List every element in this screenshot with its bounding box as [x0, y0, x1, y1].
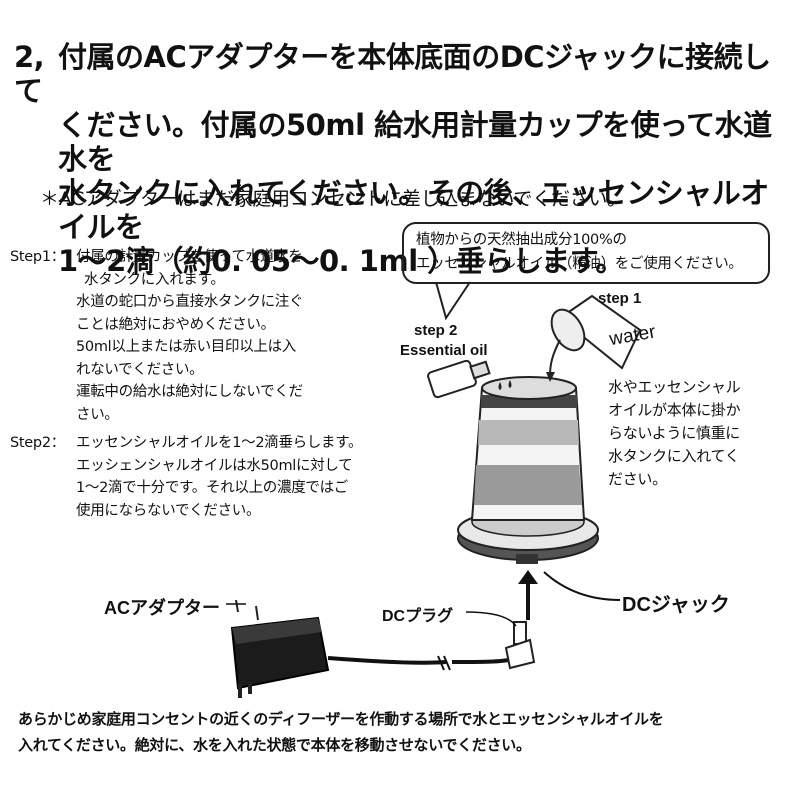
side-note-line: らないように慎重に [608, 424, 741, 442]
dc-plug-pointer [465, 611, 517, 627]
oil-drop [498, 382, 502, 390]
side-note-line: 水タンクに入れてく [608, 447, 740, 465]
step1-line: れないでください。 [76, 361, 204, 378]
step1-line: 50ml以上または赤い目印以上は入 [76, 339, 297, 355]
ac-adapter-label: ACアダプター [104, 598, 220, 618]
step1-line: 付属の計量カップを使って水道水を [76, 249, 303, 265]
step2-tag: step 2 [414, 322, 458, 339]
step1-tag: step 1 [598, 290, 642, 307]
pour-caution-note: 水やエッセンシャル オイルが本体に掛か らないように慎重に 水タンクに入れてく … [608, 376, 778, 491]
speech-bubble-tail [435, 281, 471, 321]
oil-drop [508, 380, 512, 388]
dc-jack-label: DCジャック [622, 594, 730, 616]
diffuser-body [457, 376, 599, 564]
step1-line: 水タンクに入れます。 [84, 271, 225, 288]
step1-line: 水道の蛇口から直接水タンクに注ぐ [76, 294, 304, 310]
dc-plug-label: DCプラグ [382, 608, 454, 625]
footer-line: あらかじめ家庭用コンセントの近くのディフーザーを作動する場所で水とエッセンシャル… [18, 710, 664, 728]
footer-warning: あらかじめ家庭用コンセントの近くのディフーザーを作動する場所で水とエッセンシャル… [18, 706, 798, 758]
step1-block: Step1： 付属の計量カップを使って水道水を 水タンクに入れます。 水道の蛇口… [10, 246, 400, 426]
measuring-cup [546, 294, 642, 382]
step1-line: 運転中の給水は絶対にしないでくだ [76, 384, 303, 400]
heading-line-1: 付属のACアダプターを本体底面のDCジャックに接続して [14, 40, 771, 108]
side-note-line: ださい。 [608, 470, 667, 488]
instruction-heading: 2,付属のACアダプターを本体底面のDCジャックに接続して ください。付属の50… [14, 40, 794, 278]
steps-text: Step1： 付属の計量カップを使って水道水を 水タンクに入れます。 水道の蛇口… [10, 246, 400, 522]
dc-plug [504, 621, 536, 670]
bubble-line: エッセンシャルオイル（精油）をご使用ください。 [416, 256, 743, 272]
essential-oil-tag: Essential oil [400, 342, 488, 359]
step2-label: Step2： [10, 435, 65, 451]
step2-line: 1～2滴で十分です。それ以上の濃度ではご [76, 480, 348, 496]
bubble-line: 植物からの天然抽出成分100%の [416, 232, 627, 248]
essential-oil-bottle [427, 359, 512, 399]
adapter-caution-note: ＊ACアダプターはまだ家庭用コンセントに差し込まないでください。 [40, 188, 626, 210]
step2-line: 使用にならないでください。 [76, 502, 261, 519]
step2-line: エッセンシャルオイルを1～2滴垂らします。 [76, 435, 363, 451]
ac-adapter [230, 599, 330, 698]
power-cord [327, 656, 447, 665]
dc-jack-pointer [543, 571, 621, 601]
side-note-line: オイルが本体に掛か [608, 401, 741, 419]
step1-line: さい。 [76, 406, 119, 423]
step-number: 2, [14, 40, 45, 74]
heading-line-3: 水タンクに入れてください。その後、エッセンシャルオイルを [58, 176, 769, 244]
water-pour-line [549, 339, 561, 377]
step2-line: エッシェンシャルオイルは水50mlに対して [76, 457, 353, 474]
dc-jack [516, 554, 538, 564]
step1-label: Step1： [10, 249, 65, 265]
heading-line-4: 1～2滴（約0. 05～0. 1ml ）垂らします。 [58, 244, 624, 278]
heading-line-2: ください。付属の50ml 給水用計量カップを使って水道水を [58, 108, 772, 176]
footer-line: 入れてください。絶対に、水を入れた状態で本体を移動させないでください。 [18, 736, 531, 754]
side-note-line: 水やエッセンシャル [608, 378, 741, 396]
step1-line: ことは絶対におやめください。 [76, 316, 275, 333]
oil-advice-bubble: 植物からの天然抽出成分100%の エッセンシャルオイル（精油）をご使用ください。 [402, 222, 770, 284]
step2-block: Step2： エッセンシャルオイルを1～2滴垂らします。 エッシェンシャルオイル… [10, 432, 400, 522]
